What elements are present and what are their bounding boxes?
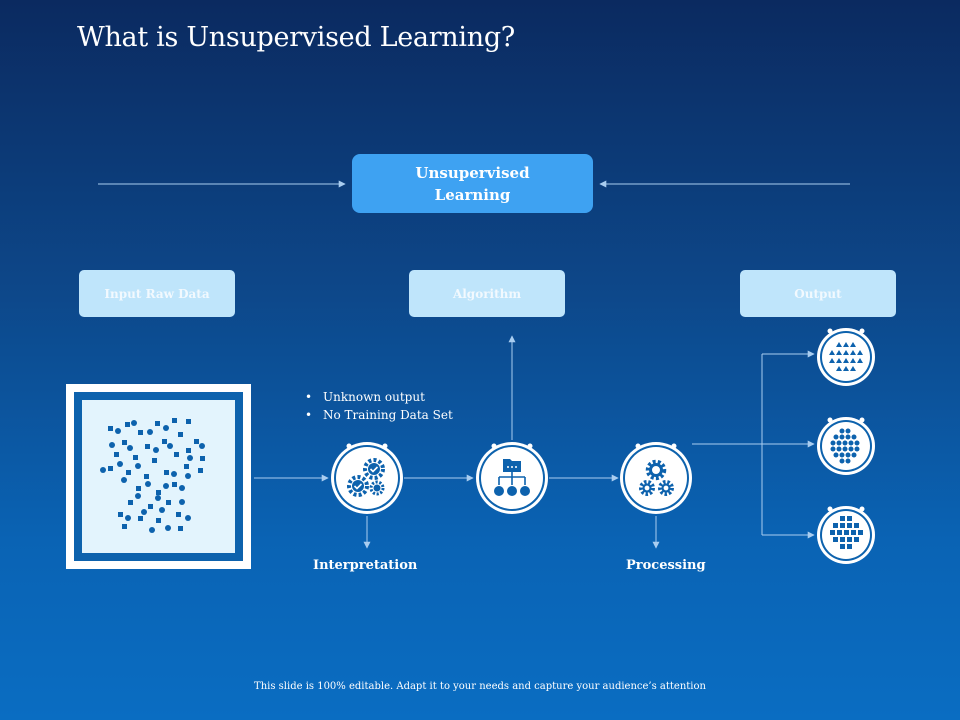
gears-icon [620, 442, 692, 514]
flowchart-icon [476, 442, 548, 514]
raw-data-panel [66, 384, 251, 569]
input-raw-data-box: Input Raw Data [79, 270, 235, 317]
scatter-data-icon [100, 418, 205, 533]
squares-cluster-icon [817, 506, 875, 564]
output-label: Output [794, 286, 842, 301]
unsupervised-learning-box: Unsupervised Learning [352, 154, 593, 213]
algorithm-box: Algorithm [409, 270, 565, 317]
note-item: Unknown output [305, 388, 453, 406]
raw-data-canvas [82, 400, 235, 553]
unsupervised-learning-label: Unsupervised Learning [415, 163, 530, 204]
gears-check-icon [331, 442, 403, 514]
note-item: No Training Data Set [305, 406, 453, 424]
processing-label: Processing [626, 558, 706, 573]
circles-cluster-icon [817, 417, 875, 475]
interpretation-label: Interpretation [313, 558, 418, 573]
notes-list: Unknown output No Training Data Set [305, 388, 453, 424]
input-raw-data-label: Input Raw Data [104, 286, 210, 301]
footer-note: This slide is 100% editable. Adapt it to… [254, 681, 706, 692]
output-box: Output [740, 270, 896, 317]
algorithm-label: Algorithm [452, 286, 522, 301]
triangles-cluster-icon [817, 328, 875, 386]
slide-title: What is Unsupervised Learning? [77, 22, 515, 53]
